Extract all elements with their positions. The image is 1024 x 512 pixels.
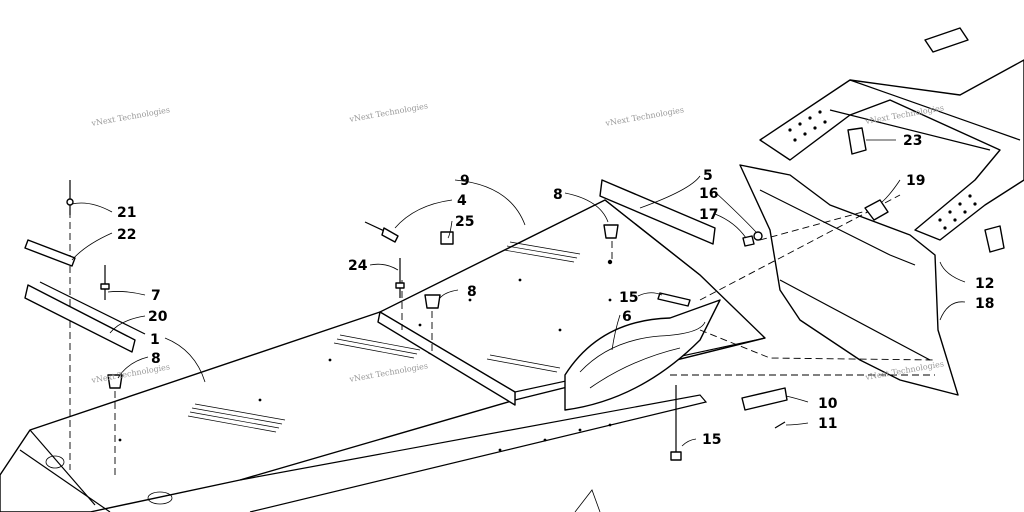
- callout-4: 4: [457, 193, 467, 209]
- callout-12: 12: [975, 276, 994, 292]
- assembly-lines: [69, 194, 936, 475]
- leader-lines: [71, 139, 966, 447]
- callout-labels: 1 4 5 6 7 8 8 8 9 10 11 12 15 15 16 17 1…: [117, 133, 994, 448]
- callout-16: 16: [699, 186, 718, 202]
- callout-15: 15: [619, 290, 638, 306]
- callout-10: 10: [818, 396, 838, 412]
- flap-strip-part: [599, 179, 716, 245]
- callout-1: 1: [150, 332, 160, 348]
- callout-25: 25: [455, 214, 474, 230]
- callout-23: 23: [903, 133, 922, 149]
- callout-21: 21: [117, 205, 136, 221]
- callout-11: 11: [818, 416, 837, 432]
- callout-5: 5: [703, 168, 713, 184]
- decal-part: [564, 299, 721, 411]
- callout-24: 24: [348, 258, 368, 274]
- rear-bumper-part: [759, 27, 1024, 241]
- tunnel-hatching: [187, 241, 581, 433]
- watermark: vNext Technologies: [604, 105, 685, 128]
- callout-19: 19: [906, 173, 925, 189]
- hardware-parts: [24, 127, 1005, 461]
- callout-7: 7: [151, 288, 161, 304]
- callout-22: 22: [117, 227, 136, 243]
- callout-8: 8: [151, 351, 161, 367]
- callout-8: 8: [467, 284, 477, 300]
- callout-18: 18: [975, 296, 994, 312]
- watermark: vNext Technologies: [348, 101, 429, 124]
- callout-15: 15: [702, 432, 721, 448]
- tunnel-part: [0, 199, 766, 512]
- callout-8: 8: [553, 187, 563, 203]
- callout-9: 9: [460, 173, 470, 189]
- callout-6: 6: [622, 309, 632, 325]
- snow-flap-part: [739, 164, 959, 396]
- callout-17: 17: [699, 207, 718, 223]
- callout-20: 20: [148, 309, 168, 325]
- watermark: vNext Technologies: [90, 105, 171, 128]
